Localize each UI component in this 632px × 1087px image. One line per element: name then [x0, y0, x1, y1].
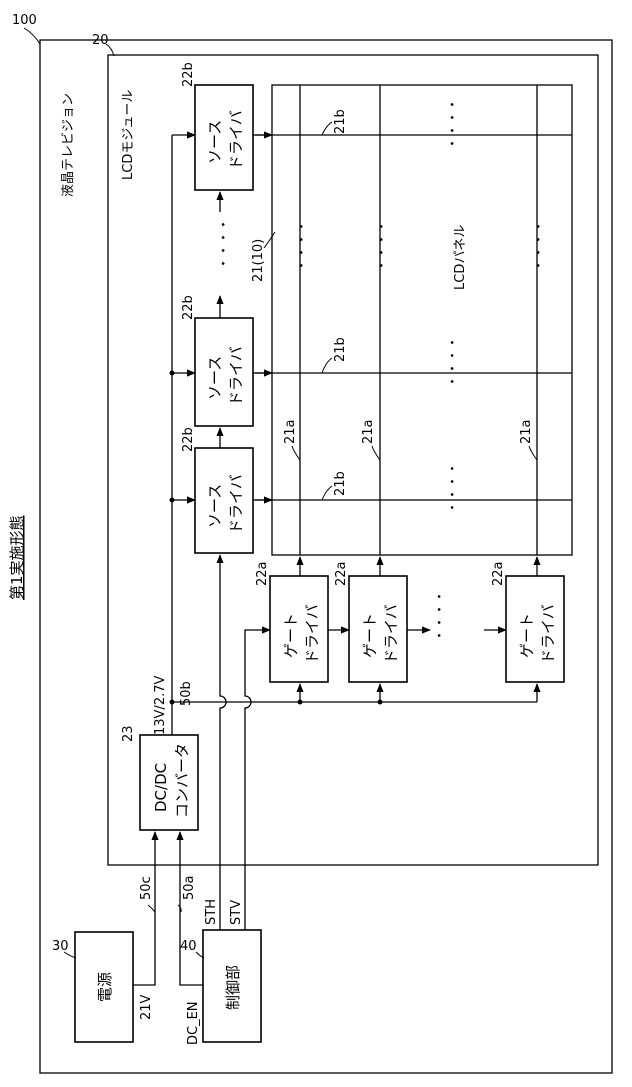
gate-driver-3: ゲート ドライバ — [506, 576, 564, 682]
junction-gd1 — [298, 700, 303, 705]
svg-text:ドライバ: ドライバ — [227, 474, 245, 534]
svg-text:ドライバ: ドライバ — [539, 604, 557, 664]
svg-text:制御部: 制御部 — [224, 965, 242, 1010]
svg-text:電源: 電源 — [96, 972, 114, 1002]
gate-ref-2: 22a — [334, 561, 349, 586]
figure-title: 第1実施形態 — [8, 515, 26, 600]
panel-ref: 21(10) — [251, 239, 266, 282]
svg-text:ソース: ソース — [206, 484, 224, 528]
svg-text:ソース: ソース — [206, 120, 224, 164]
svg-text:ドライバ: ドライバ — [227, 110, 245, 170]
power-ref-leader — [64, 952, 76, 958]
svg-text:ゲート: ゲート — [361, 613, 379, 658]
gate-ref-1: 22a — [255, 561, 270, 586]
source-ref-3: 22b — [181, 427, 196, 452]
gate-driver-2: ゲート ドライバ — [349, 576, 407, 682]
sig-21v: 21V — [139, 994, 154, 1020]
dots-3: ・・・・ — [446, 462, 461, 514]
junction-gd2 — [378, 700, 383, 705]
dcdc-converter: DC/DC コンバータ — [140, 735, 198, 830]
source-driver-1: ソース ドライバ — [195, 85, 253, 190]
out-voltage: 13V/2.7V — [153, 676, 168, 735]
dots-2: ・・・・ — [446, 336, 461, 388]
dots-6: ・・・・ — [532, 220, 547, 272]
ref-50c-leader — [148, 905, 155, 912]
line-ref-b-3: 21b — [333, 471, 348, 496]
svg-text:ゲート: ゲート — [282, 613, 300, 658]
tv-ref-leader — [24, 28, 40, 44]
tv-frame — [40, 40, 612, 1073]
line-ref-b-1-leader — [322, 122, 332, 135]
gate-ref-3: 22a — [491, 561, 506, 586]
junction-sd3 — [170, 498, 175, 503]
line-ref-a-1: 21a — [283, 419, 298, 444]
module-ref: 20 — [92, 33, 109, 48]
ref-50b: 50b — [179, 681, 194, 706]
svg-text:DC/DC: DC/DC — [152, 763, 170, 812]
line-ref-a-3-leader — [529, 446, 537, 460]
svg-text:ゲート: ゲート — [518, 613, 536, 658]
svg-text:ドライバ: ドライバ — [227, 346, 245, 406]
tv-label: 液晶テレビジョン — [61, 93, 76, 197]
source-driver-3: ソース ドライバ — [195, 448, 253, 553]
svg-text:ドライバ: ドライバ — [303, 604, 321, 664]
dots-4: ・・・・ — [295, 220, 310, 272]
sig-sth: STH — [204, 899, 219, 925]
dots-8: ・・・・ — [433, 590, 448, 642]
line-ref-b-1: 21b — [333, 109, 348, 134]
sth-line — [220, 555, 226, 930]
power-supply: 電源 — [75, 932, 133, 1042]
power-ref: 30 — [52, 939, 69, 954]
junction-sd2 — [170, 371, 175, 376]
tv-ref: 100 — [12, 13, 37, 28]
line-ref-a-2-leader — [372, 446, 380, 460]
line-ref-a-3: 21a — [519, 419, 534, 444]
line-ref-b-2: 21b — [333, 337, 348, 362]
dots-7: ・・・・ — [217, 218, 232, 270]
svg-text:コンバータ: コンバータ — [173, 743, 191, 818]
stv-line — [245, 630, 270, 930]
line-dcen — [180, 832, 203, 985]
panel-frame — [272, 85, 572, 555]
source-ref-1: 22b — [181, 62, 196, 87]
svg-text:ドライバ: ドライバ — [382, 604, 400, 664]
ref-50c: 50c — [139, 876, 154, 900]
line-ref-a-2: 21a — [361, 419, 376, 444]
dots-1: ・・・・ — [446, 98, 461, 150]
source-ref-2: 22b — [181, 295, 196, 320]
controller: 制御部 — [203, 930, 261, 1042]
converter-ref: 23 — [121, 725, 136, 742]
gate-driver-1: ゲート ドライバ — [270, 576, 328, 682]
line-ref-a-1-leader — [292, 446, 300, 460]
sig-dcen: DC_EN — [186, 1001, 201, 1045]
ref-50a: 50a — [182, 875, 197, 900]
line-ref-b-3-leader — [322, 486, 332, 500]
svg-text:ソース: ソース — [206, 356, 224, 400]
controller-ref: 40 — [180, 939, 197, 954]
source-driver-2: ソース ドライバ — [195, 318, 253, 426]
sig-stv: STV — [229, 900, 244, 925]
dots-5: ・・・・ — [375, 220, 390, 272]
panel-label: LCDパネル — [453, 225, 468, 290]
module-label: LCDモジュール — [121, 90, 136, 180]
line-ref-b-2-leader — [322, 358, 332, 373]
